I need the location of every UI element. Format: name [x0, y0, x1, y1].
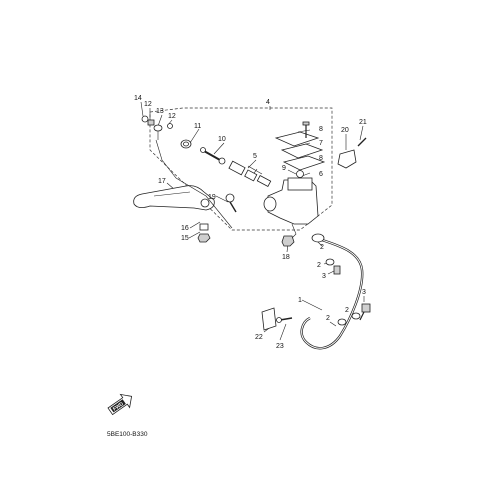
callout-8a: 8: [319, 126, 323, 133]
lever-bracket-line: [155, 139, 233, 229]
callout-20: 20: [341, 127, 349, 134]
callout-16: 16: [181, 225, 189, 232]
circlip-12b: [167, 123, 173, 129]
hose-guide-22: [261, 307, 277, 331]
pivot-nut-15: [197, 233, 211, 243]
callout-8b: 8: [319, 155, 323, 162]
callout-2b: 2: [317, 262, 321, 269]
union-bolt-lower: [337, 303, 371, 326]
bolt-18: [281, 235, 295, 247]
callout-3a: 3: [322, 273, 326, 280]
screw-8: [302, 121, 310, 138]
callout-12b: 12: [168, 113, 176, 120]
plate-9: [282, 155, 326, 171]
callout-17: 17: [158, 178, 166, 185]
seal-9: [296, 170, 304, 178]
reservoir-top: [287, 177, 313, 191]
brake-hose-1: [300, 238, 364, 350]
callout-23: 23: [276, 343, 284, 350]
nut-12a: [147, 119, 155, 126]
callout-19: 19: [208, 194, 216, 201]
lever-pivot: [200, 198, 210, 208]
callout-15: 15: [181, 235, 189, 242]
union-bolt-upper: [311, 233, 341, 275]
boot-13: [153, 124, 163, 132]
callout-10: 10: [218, 136, 226, 143]
callout-4: 4: [266, 99, 270, 106]
callout-11: 11: [194, 123, 201, 130]
brake-lever: [133, 185, 215, 211]
callout-3b: 3: [362, 289, 366, 296]
leader-lines: [140, 101, 365, 341]
clamp-boss: [263, 196, 277, 212]
callout-1: 1: [298, 297, 302, 304]
callout-18: 18: [282, 254, 290, 261]
fwd-label: FWD: [112, 401, 125, 413]
callout-7: 7: [319, 140, 323, 147]
callout-2c: 2: [326, 315, 330, 322]
callout-6: 6: [319, 171, 323, 178]
washer-14: [141, 115, 149, 123]
holder-19: [225, 193, 237, 213]
diaphragm-7: [280, 143, 324, 159]
bolt-21: [357, 137, 367, 147]
catalog-code: 5BE100-B330: [107, 431, 148, 438]
callout-2d: 2: [345, 307, 349, 314]
fwd-arrow-icon: FWD: [107, 393, 133, 416]
callout-14: 14: [134, 95, 142, 102]
pivot-nut-16: [199, 223, 209, 231]
master-cylinder-body: [267, 179, 319, 225]
callout-21: 21: [359, 119, 367, 126]
piston-kit-5: [228, 160, 272, 188]
reservoir-cap-6: [274, 131, 320, 147]
bolt-23: [276, 317, 293, 323]
callout-12a: 12: [144, 101, 152, 108]
callout-9: 9: [282, 165, 286, 172]
push-rod-10: [200, 147, 226, 165]
callout-13: 13: [156, 108, 164, 115]
callout-22: 22: [255, 334, 263, 341]
callout-5: 5: [253, 153, 257, 160]
bracket-20: [337, 149, 357, 169]
callout-2a: 2: [320, 244, 324, 251]
